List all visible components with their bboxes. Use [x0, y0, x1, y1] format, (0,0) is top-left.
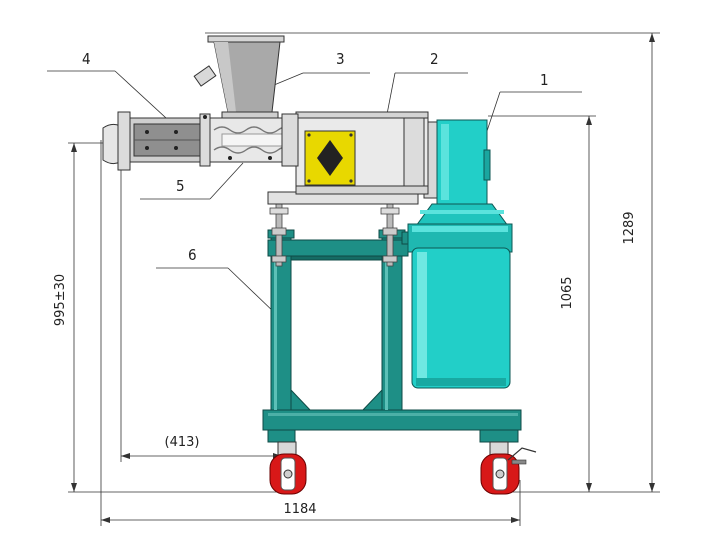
leg-highlight	[385, 262, 388, 410]
callout-5: 5	[176, 177, 185, 195]
dim-outlet-height: 995±30	[53, 274, 68, 326]
wheel-right	[480, 441, 537, 495]
dim-outlet-offset: (413)	[165, 435, 200, 450]
callout-3: 3	[336, 50, 345, 68]
rail-highlight	[268, 413, 518, 416]
callout-6: 6	[188, 246, 197, 264]
drive-housing	[295, 111, 429, 195]
gear-motor	[407, 119, 513, 389]
feed-hopper	[193, 35, 285, 121]
dimension-lines	[68, 32, 660, 526]
dim-motor-height: 1065	[560, 276, 575, 309]
callout-4: 4	[82, 50, 91, 68]
callout-2: 2	[430, 50, 439, 68]
wheel-left	[269, 441, 307, 495]
leg-highlight	[274, 262, 277, 410]
callout-1: 1	[540, 71, 549, 89]
screw-barrel	[102, 111, 299, 171]
dim-total-height: 1289	[622, 211, 637, 244]
dim-total-length: 1184	[283, 502, 316, 517]
adjusting-bolts	[269, 195, 400, 267]
